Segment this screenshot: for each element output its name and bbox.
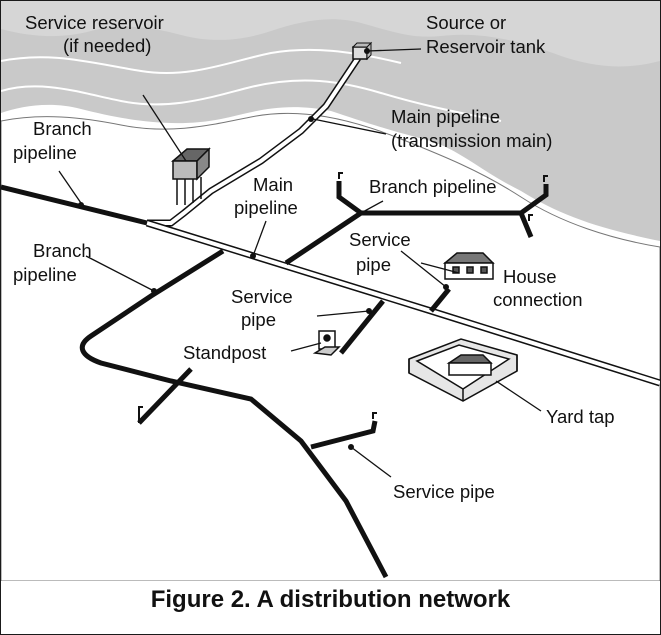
label-service-pipe-right: Service	[349, 229, 411, 250]
label-main-pipeline-2: pipeline	[234, 197, 298, 218]
label-branch-pipeline-right: Branch pipeline	[369, 176, 497, 197]
label-source: Source or	[426, 12, 506, 33]
branch-pipeline-right	[284, 181, 549, 266]
label-yard-tap: Yard tap	[546, 406, 615, 427]
pipe-dots	[78, 48, 449, 450]
label-house-connection-2: connection	[493, 289, 582, 310]
label-service-reservoir-note: (if needed)	[63, 35, 151, 56]
distribution-network-diagram: Service reservoir (if needed) Source or …	[1, 1, 660, 581]
hill-ridge-line-2	[1, 48, 402, 74]
hill-ridges	[1, 1, 660, 67]
label-standpost: Standpost	[183, 342, 266, 363]
figure-caption: Figure 2. A distribution network	[150, 586, 511, 613]
house-service-pipe	[429, 287, 451, 313]
label-branch-pipeline-top-2: pipeline	[13, 142, 77, 163]
label-service-reservoir: Service reservoir	[25, 12, 164, 33]
label-main-pipeline: Main	[253, 174, 293, 195]
label-service-pipe-mid-2: pipe	[241, 309, 276, 330]
label-transmission-main: (transmission main)	[391, 130, 552, 151]
leader-lines	[58, 48, 542, 478]
branch-pipeline-left	[79, 248, 389, 579]
standpost-icon	[312, 330, 341, 356]
service-pipe-mid-pipe	[339, 299, 385, 355]
hill-ridge-line	[1, 79, 502, 122]
label-main-pipeline-tm: Main pipeline	[391, 106, 500, 127]
label-service-pipe-mid: Service	[231, 286, 293, 307]
label-branch-pipeline-left-2: pipeline	[13, 264, 77, 285]
hills	[1, 1, 660, 241]
source-tank-icon	[351, 41, 373, 61]
label-house-connection: House	[503, 266, 556, 287]
label-branch-pipeline-top: Branch	[33, 118, 92, 139]
water-tower-icon	[170, 147, 211, 205]
branch-pipeline-top-left	[1, 184, 148, 226]
house-icon	[442, 252, 495, 280]
service-pipe-bottom-pipe	[310, 420, 378, 450]
label-service-pipe-bottom: Service pipe	[393, 481, 495, 502]
tap-icon	[138, 172, 548, 423]
transmission-main-pipe-inner	[147, 56, 360, 225]
yard-compound-icon	[408, 338, 518, 402]
label-source-tank: Reservoir tank	[426, 36, 546, 57]
label-service-pipe-right-2: pipe	[356, 254, 391, 275]
branch-pipeline-left-stub	[137, 367, 193, 425]
label-branch-pipeline-left: Branch	[33, 240, 92, 261]
